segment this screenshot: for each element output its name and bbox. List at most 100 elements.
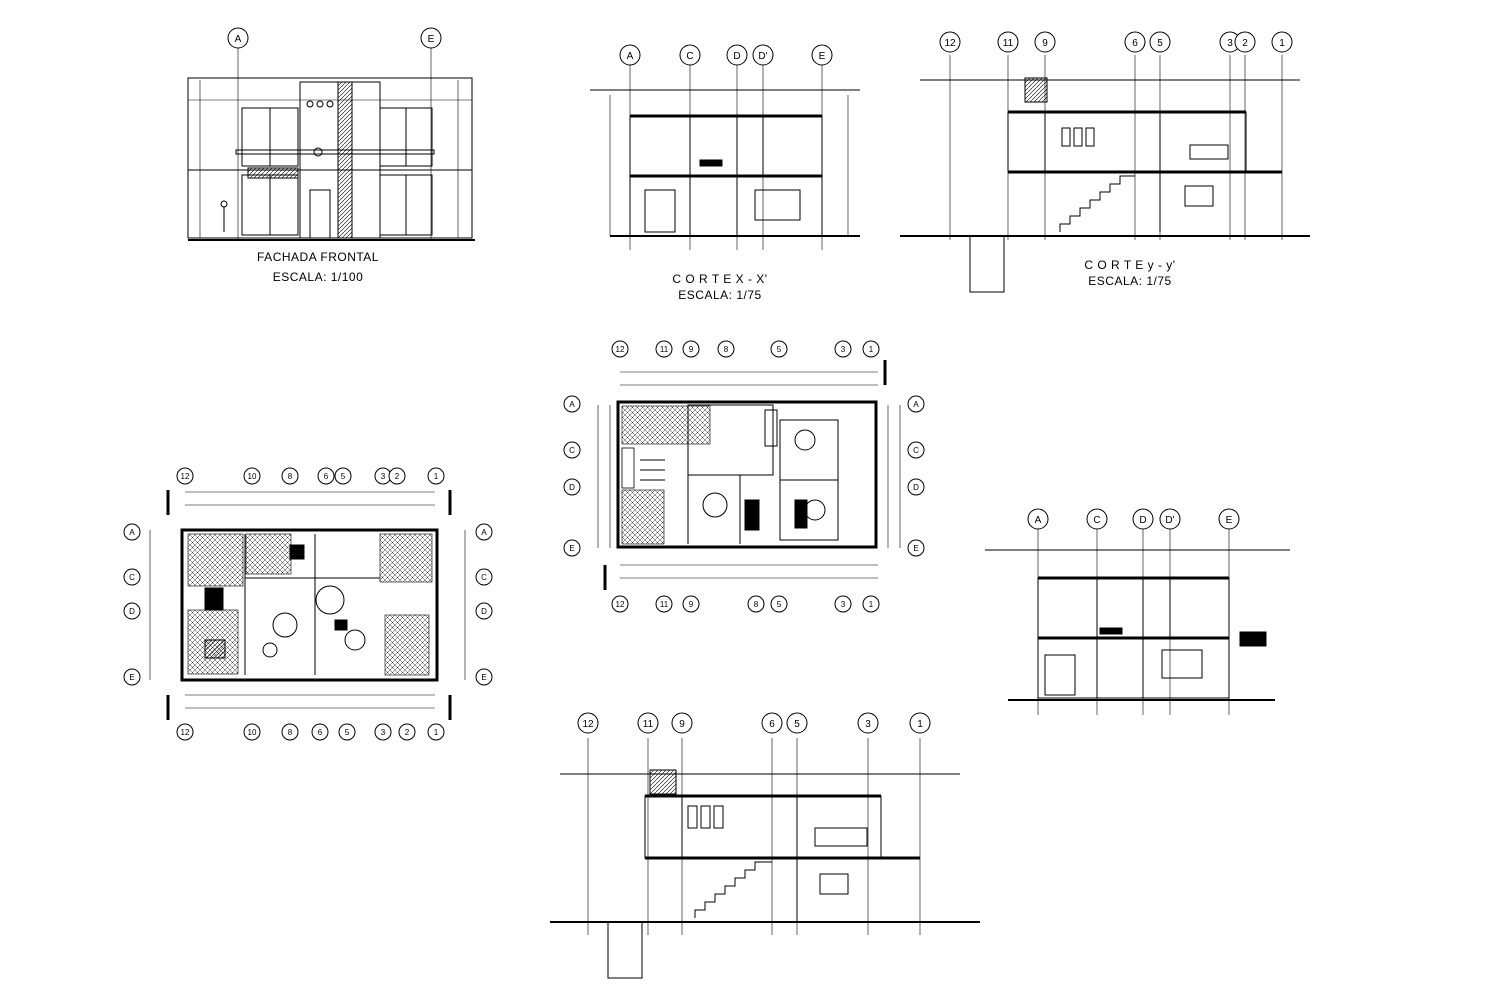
axis-bubble: 1: [862, 595, 880, 613]
axis-bubble: 1: [862, 340, 880, 358]
axis-bubble: 3: [857, 712, 879, 734]
axis-bubble: 1: [427, 467, 445, 485]
axis-bubble: C: [679, 44, 701, 66]
svg-text:5: 5: [345, 728, 350, 737]
svg-text:D: D: [569, 483, 575, 492]
svg-text:6: 6: [1132, 38, 1138, 49]
svg-text:1: 1: [434, 728, 439, 737]
drawing-title: C O R T E y - y': [1084, 258, 1176, 272]
drawing-scale: ESCALA: 1/100: [272, 270, 364, 284]
front-elevation: [187, 48, 475, 241]
svg-text:5: 5: [341, 472, 346, 481]
svg-text:D: D: [733, 51, 740, 62]
axis-bubble: 11: [637, 712, 659, 734]
axis-bubble: 8: [717, 340, 735, 358]
axis-bubble: E: [475, 668, 493, 686]
axis-bubble: 9: [682, 595, 700, 613]
axis-bubble: 12: [577, 712, 599, 734]
svg-text:C: C: [913, 446, 919, 455]
svg-text:8: 8: [288, 728, 293, 737]
drawing-title: C O R T E X - X': [672, 272, 768, 286]
drawing-scale: ESCALA: 1/75: [1088, 274, 1172, 288]
axis-bubble: A: [907, 395, 925, 413]
axis-bubble: 5: [786, 712, 808, 734]
svg-text:3: 3: [381, 472, 386, 481]
drawing-scale: ESCALA: 1/75: [678, 288, 762, 302]
ground-plan: [149, 490, 466, 720]
axis-bubble: 2: [398, 723, 416, 741]
svg-text:10: 10: [248, 472, 257, 481]
svg-text:D: D: [481, 607, 487, 616]
axis-bubble: 5: [770, 340, 788, 358]
axis-bubble: E: [563, 539, 581, 557]
svg-text:10: 10: [248, 728, 257, 737]
axis-bubble: D: [563, 478, 581, 496]
svg-text:5: 5: [777, 600, 782, 609]
section-yy: [900, 55, 1310, 293]
svg-text:A: A: [627, 51, 634, 62]
axis-bubble: E: [907, 539, 925, 557]
svg-text:A: A: [235, 34, 242, 45]
svg-text:2: 2: [395, 472, 400, 481]
svg-text:3: 3: [381, 728, 386, 737]
svg-text:8: 8: [288, 472, 293, 481]
svg-text:D': D': [758, 51, 767, 62]
axis-bubble: A: [1027, 508, 1049, 530]
axis-bubble: A: [563, 395, 581, 413]
axis-bubble: C: [1086, 508, 1108, 530]
axis-bubble: D: [726, 44, 748, 66]
axis-bubble: 12: [176, 723, 194, 741]
section-yy-caption: C O R T E y - y' ESCALA: 1/75: [1060, 258, 1200, 288]
axis-bubble: 12: [939, 31, 961, 53]
svg-text:E: E: [819, 51, 826, 62]
upper-plan: [597, 360, 901, 590]
axis-bubbles: A E A C D D' E 12 11 9 6 5 3 2 1 12 10 8…: [123, 27, 1293, 741]
svg-text:1: 1: [1279, 38, 1285, 49]
axis-bubble: D': [1159, 508, 1181, 530]
axis-bubble: 5: [334, 467, 352, 485]
svg-text:8: 8: [754, 600, 759, 609]
axis-bubble: 11: [997, 31, 1019, 53]
svg-text:5: 5: [777, 345, 782, 354]
svg-text:6: 6: [318, 728, 323, 737]
axis-bubble: 12: [611, 595, 629, 613]
axis-bubble: D: [475, 602, 493, 620]
axis-bubble: 6: [761, 712, 783, 734]
svg-text:E: E: [1226, 515, 1233, 526]
section-xx-caption: C O R T E X - X' ESCALA: 1/75: [650, 272, 790, 302]
axis-bubble: 9: [682, 340, 700, 358]
svg-text:12: 12: [181, 472, 190, 481]
axis-bubble: E: [811, 44, 833, 66]
svg-text:E: E: [569, 544, 574, 553]
axis-bubble: 10: [243, 723, 261, 741]
axis-bubble: 2: [1234, 31, 1256, 53]
axis-bubble: E: [420, 27, 442, 49]
axis-bubble: C: [123, 568, 141, 586]
svg-text:1: 1: [434, 472, 439, 481]
svg-text:D': D': [1165, 515, 1174, 526]
axis-bubble: A: [619, 44, 641, 66]
svg-text:A: A: [129, 528, 135, 537]
svg-text:A: A: [1035, 515, 1042, 526]
svg-text:A: A: [913, 400, 919, 409]
svg-text:3: 3: [841, 600, 846, 609]
svg-text:E: E: [428, 34, 435, 45]
svg-text:12: 12: [181, 728, 190, 737]
axis-bubble: 10: [243, 467, 261, 485]
svg-text:11: 11: [643, 719, 654, 730]
axis-bubble: 6: [311, 723, 329, 741]
svg-text:C: C: [686, 51, 693, 62]
svg-text:9: 9: [679, 719, 685, 730]
svg-text:2: 2: [1242, 38, 1248, 49]
svg-text:E: E: [481, 673, 486, 682]
svg-text:12: 12: [582, 719, 594, 730]
svg-text:E: E: [913, 544, 918, 553]
axis-bubble: 1: [427, 723, 445, 741]
axis-bubble: 3: [834, 595, 852, 613]
svg-text:C: C: [569, 446, 575, 455]
svg-text:C: C: [1093, 515, 1100, 526]
axis-bubble: 11: [655, 595, 673, 613]
svg-text:D: D: [1139, 515, 1146, 526]
svg-text:9: 9: [689, 345, 694, 354]
